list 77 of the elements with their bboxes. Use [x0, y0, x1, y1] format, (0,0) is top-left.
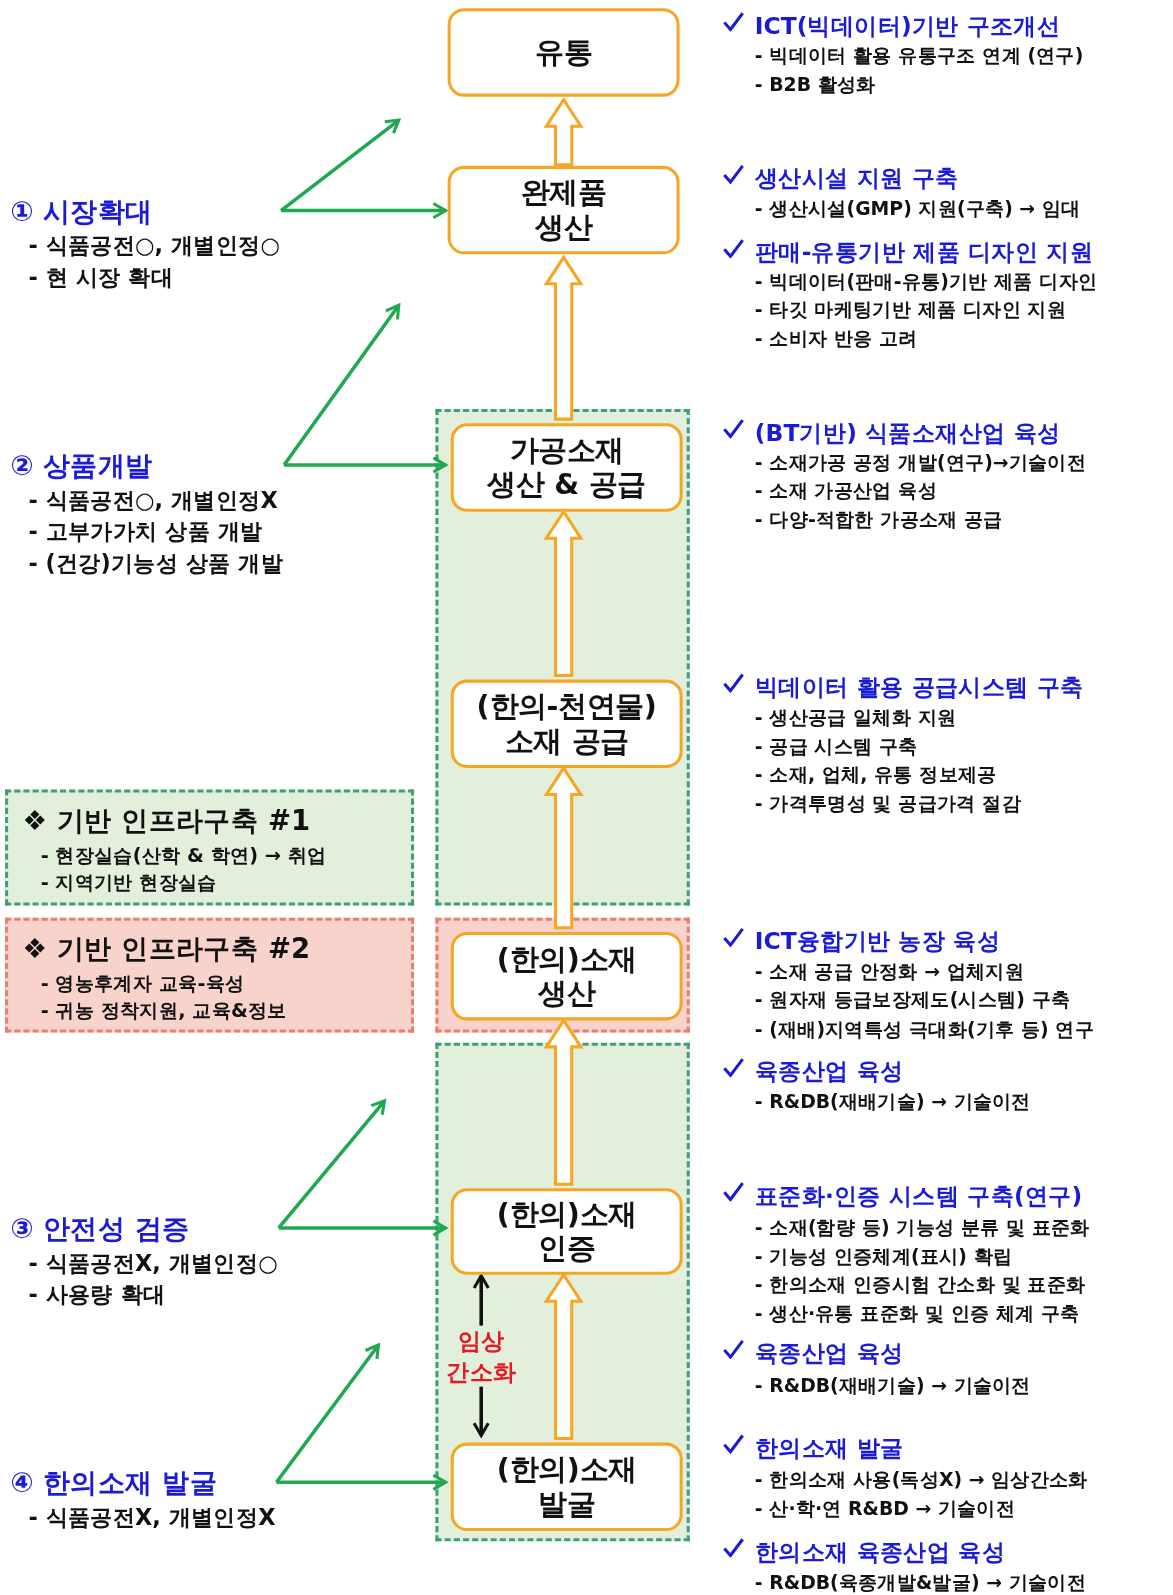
bullet-text: - 산·학·연 R&BD → 기술이전 [754, 1496, 1016, 1521]
section-heading: 육종산업 육성 [754, 1338, 904, 1368]
bullet-text: - 사용량 확대 [27, 1280, 166, 1310]
bullet-text: - 타깃 마케팅기반 제품 디자인 지원 [754, 298, 1067, 323]
bullet-text: - 소재 가공산업 육성 [754, 479, 937, 504]
bullet-text: - 소재(함량 등) 기능성 분류 및 표준화 [754, 1215, 1090, 1241]
dashed-panel [435, 408, 690, 906]
note-box [5, 917, 415, 1033]
bullet-text: - 생산공급 일체화 지원 [754, 706, 957, 731]
note-heading: ❖ 기반 인프라구축 #2 [22, 931, 311, 967]
section-heading: 생산시설 지원 구축 [754, 163, 959, 193]
arrow [282, 303, 401, 466]
bullet-text: - 현장실습(산학 & 학연) → 취업 [39, 842, 327, 868]
bullet-text: - R&DB(재배기술) → 기술이전 [754, 1089, 1031, 1114]
bullet-text: - 생산·유통 표준화 및 인증 체계 구축 [754, 1301, 1080, 1326]
bullet-text: - 기능성 인증체계(표시) 확립 [754, 1244, 1013, 1269]
bullet-text: - 소재, 업체, 유통 정보제공 [754, 763, 997, 788]
section-heading: 육종산업 육성 [754, 1057, 904, 1086]
process-box: 유통 [447, 8, 680, 97]
dashed-panel [435, 1042, 690, 1542]
bullet-text: - 귀농 정착지원, 교육&정보 [39, 998, 287, 1024]
block-arrow [543, 96, 584, 167]
arrow [278, 1219, 448, 1237]
arrow [277, 1099, 387, 1230]
bullet-text: - 소재 공급 안정화 → 업체지원 [754, 959, 1024, 984]
bullet-text: - (건강)기능성 상품 개발 [27, 549, 284, 578]
dashed-panel [435, 917, 690, 1033]
goal-heading: ④ 한의소재 발굴 [10, 1466, 218, 1501]
arrow [279, 118, 401, 212]
goal-heading: ② 상품개발 [10, 448, 153, 484]
arrow [275, 1343, 380, 1484]
process-box: (한의-천연물) 소재 공급 [450, 679, 683, 769]
note-box [5, 789, 415, 906]
bullet-text: - R&DB(육종개발&발굴) → 기술이전 [754, 1570, 1086, 1595]
bullet-text: - 고부가가치 상품 개발 [27, 517, 263, 547]
bullet-text: - 한의소재 인증시험 간소화 및 표준화 [754, 1272, 1086, 1298]
process-box: (한의)소재 발굴 [450, 1442, 683, 1532]
bullet-text: - 식품공전○, 개별인정X [27, 486, 278, 515]
bullet-text: - R&DB(재배기술) → 기술이전 [754, 1373, 1031, 1398]
section-heading: ICT융합기반 농장 육성 [754, 926, 1001, 956]
bullet-text: - 현 시장 확대 [27, 263, 174, 292]
section-heading: 빅데이터 활용 공급시스템 구축 [754, 672, 1084, 701]
bullet-text: - 지역기반 현장실습 [39, 869, 217, 896]
bullet-text: - 빅데이터(판매-유통)기반 제품 디자인 [754, 269, 1098, 294]
bullet-text: - 다양-적합한 가공소재 공급 [754, 507, 1003, 533]
bullet-text: - 한의소재 사용(독성X) → 임상간소화 [754, 1468, 1088, 1493]
arrow [281, 201, 448, 220]
block-arrow [543, 765, 584, 930]
bullet-text: - 소재가공 공정 개발(연구)→기술이전 [754, 450, 1086, 476]
section-heading: 한의소재 육종산업 육성 [754, 1537, 1006, 1566]
bullet-text: - 빅데이터 활용 유통구조 연계 (연구) [754, 43, 1084, 69]
note-heading: ❖ 기반 인프라구축 #1 [22, 803, 311, 839]
bullet-text: - 식품공전○, 개별인정○ [27, 231, 280, 261]
block-arrow [543, 254, 584, 421]
bullet-text: - (재배)지역특성 극대화(기후 등) 연구 [754, 1017, 1094, 1042]
section-heading: 한의소재 발굴 [754, 1433, 904, 1462]
goal-heading: ③ 안전성 검증 [10, 1211, 190, 1247]
bullet-text: - 소비자 반응 고려 [754, 326, 918, 351]
arrow [284, 456, 448, 474]
section-heading: ICT(빅데이터)기반 구조개선 [754, 11, 1061, 40]
process-box: 가공소재 생산 & 공급 [450, 423, 683, 512]
section-heading: 판매-유통기반 제품 디자인 지원 [754, 238, 1094, 267]
arrow [276, 1473, 448, 1491]
process-box: 완제품 생산 [447, 165, 680, 255]
bullet-text: - B2B 활성화 [754, 72, 876, 97]
section-heading: 표준화·인증 시스템 구축(연구) [754, 1181, 1083, 1210]
bullet-text: - 식품공전X, 개별인정X [27, 1503, 276, 1533]
bullet-text: - 생산시설(GMP) 지원(구축) → 임대 [754, 196, 1081, 221]
bullet-text: - 가격투명성 및 공급가격 절감 [754, 791, 1021, 816]
process-box: (한의)소재 인증 [450, 1188, 683, 1275]
bullet-text: - 원자재 등급보장제도(시스템) 구축 [754, 987, 1071, 1013]
bullet-text: - 식품공전X, 개별인정○ [27, 1249, 278, 1278]
bullet-text: - 공급 시스템 구축 [754, 734, 918, 759]
bullet-text: - 영농후계자 교육-육성 [39, 970, 245, 996]
goal-heading: ① 시장확대 [10, 194, 153, 229]
section-heading: (BT기반) 식품소재산업 육성 [754, 418, 1061, 447]
process-box: (한의)소재 생산 [450, 931, 683, 1021]
